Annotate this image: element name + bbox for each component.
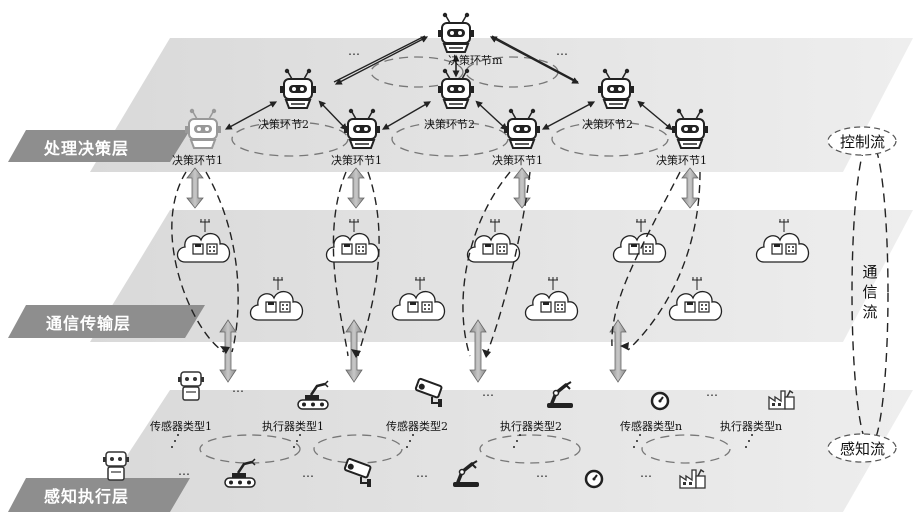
sensing-ellipsis-8: … [640,466,653,480]
sensing-layer-label: 感知执行层 [44,487,130,506]
sensing-ellipsis-7: … [536,466,549,480]
decision-node-2c-label: 决策环节2 [582,118,633,131]
decision-node-1c-label: 决策环节1 [492,154,543,167]
communication-layer-label: 通信传输层 [46,314,132,333]
sensing-ellipsis-2: … [482,385,495,399]
sensing-layer-tab [8,478,190,512]
control-flow-label: 控制流 [840,133,886,151]
communication-layer-tab [8,305,205,338]
communication-flow-text: 通信流 [862,263,878,321]
sensing-ellipsis-5: … [302,466,315,480]
sensor-type-1-label: 传感器类型1 [150,420,212,433]
sensing-ellipsis-6: … [416,466,429,480]
sensor-type-n-row2-icon [584,469,604,489]
sensor-type-n-label: 传感器类型n [620,420,683,433]
actuator-type-2-label: 执行器类型2 [500,420,562,433]
sensing-ellipsis-3: … [706,385,719,399]
decision-layer-tab [8,130,190,162]
decision-ellipsis-left: … [348,44,361,58]
communication-flow-label: 通信流 [862,262,878,322]
sensor-type-2-label: 传感器类型2 [386,420,448,433]
decision-node-2a-label: 决策环节2 [258,118,309,131]
decision-node-1b-label: 决策环节1 [331,154,382,167]
decision-node-1d-label: 决策环节1 [656,154,707,167]
sensing-ellipsis-4: … [178,464,191,478]
sensing-flow-label: 感知流 [840,440,886,458]
decision-layer-label: 处理决策层 [44,139,130,158]
decision-node-1a-label: 决策环节1 [172,154,223,167]
decision-node-m-label: 决策环节m [448,54,503,67]
plane-communication [90,210,913,342]
plane-sensing [90,390,913,512]
actuator-type-1-label: 执行器类型1 [262,420,324,433]
decision-node-2b-label: 决策环节2 [424,118,475,131]
sensing-ellipsis-1: … [232,381,245,395]
actuator-type-n-label: 执行器类型n [720,420,783,433]
sensor-type-n-icon [650,391,670,411]
decision-ellipsis-right: … [556,44,569,58]
